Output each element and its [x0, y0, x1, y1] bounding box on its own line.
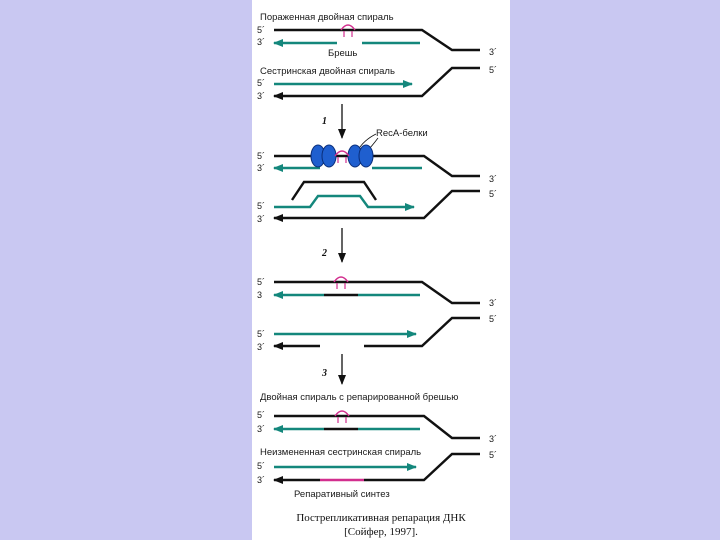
- step2-top-strand: [274, 282, 480, 303]
- end-label-5: 5´: [489, 189, 497, 199]
- caption-citation: [Сойфер, 1997].: [344, 526, 418, 538]
- end-label-3: 3´: [489, 298, 497, 308]
- gap-label: Брешь: [328, 48, 357, 59]
- end-label-3: 3´: [257, 424, 265, 434]
- end-label-5: 5´: [257, 151, 265, 161]
- end-label-3: 3´: [257, 163, 265, 173]
- end-label-5: 5´: [257, 461, 265, 471]
- end-label-3: 3´: [257, 37, 265, 47]
- damaged-helix-title: Пораженная двойная спираль: [260, 12, 394, 23]
- step-number-2: 2: [321, 248, 327, 259]
- end-label-3: 3´: [489, 47, 497, 57]
- end-label-5: 5´: [257, 201, 265, 211]
- repaired-top-strand: [274, 416, 480, 438]
- step1-top-strand: [274, 156, 480, 176]
- displaced-strand-loop: [292, 182, 376, 200]
- repaired-helix-title: Двойная спираль с репарированной брешью: [260, 392, 458, 403]
- end-label-3: 3´: [257, 475, 265, 485]
- step1-sister-bottom-strand: [274, 191, 480, 218]
- end-label-5: 5´: [489, 450, 497, 460]
- step-number-3: 3: [321, 368, 327, 379]
- end-label-3: 3´: [257, 214, 265, 224]
- end-label-5: 5´: [257, 277, 265, 287]
- end-label-5: 5´: [257, 25, 265, 35]
- step-number-1: 1: [322, 116, 327, 127]
- repair-diagram: Пораженная двойная спираль 5´ 3´ Брешь 3…: [252, 0, 510, 540]
- end-label-3: 3´: [257, 342, 265, 352]
- end-label-5: 5´: [257, 410, 265, 420]
- end-label-5: 5´: [257, 78, 265, 88]
- end-label-3: 3´: [489, 174, 497, 184]
- end-label-5: 5´: [489, 65, 497, 75]
- step2-sister-bottom-right: [364, 318, 480, 346]
- unchanged-helix-title: Неизмененная сестринская спираль: [260, 447, 421, 458]
- end-label-5: 5´: [489, 314, 497, 324]
- sister-helix-title: Сестринская двойная спираль: [260, 66, 395, 77]
- reca-label: RecA-белки: [376, 128, 428, 139]
- end-label-5: 5´: [257, 329, 265, 339]
- caption-title: Пострепликативная репарация ДНК: [296, 512, 466, 524]
- diagram-panel: Пораженная двойная спираль 5´ 3´ Брешь 3…: [252, 0, 510, 540]
- end-label-3: 3´: [257, 91, 265, 101]
- end-label-3: 3´: [489, 434, 497, 444]
- synthesis-label: Репаративный синтез: [294, 489, 390, 500]
- damaged-top-strand: [274, 30, 480, 50]
- end-label-3: 3: [257, 290, 262, 300]
